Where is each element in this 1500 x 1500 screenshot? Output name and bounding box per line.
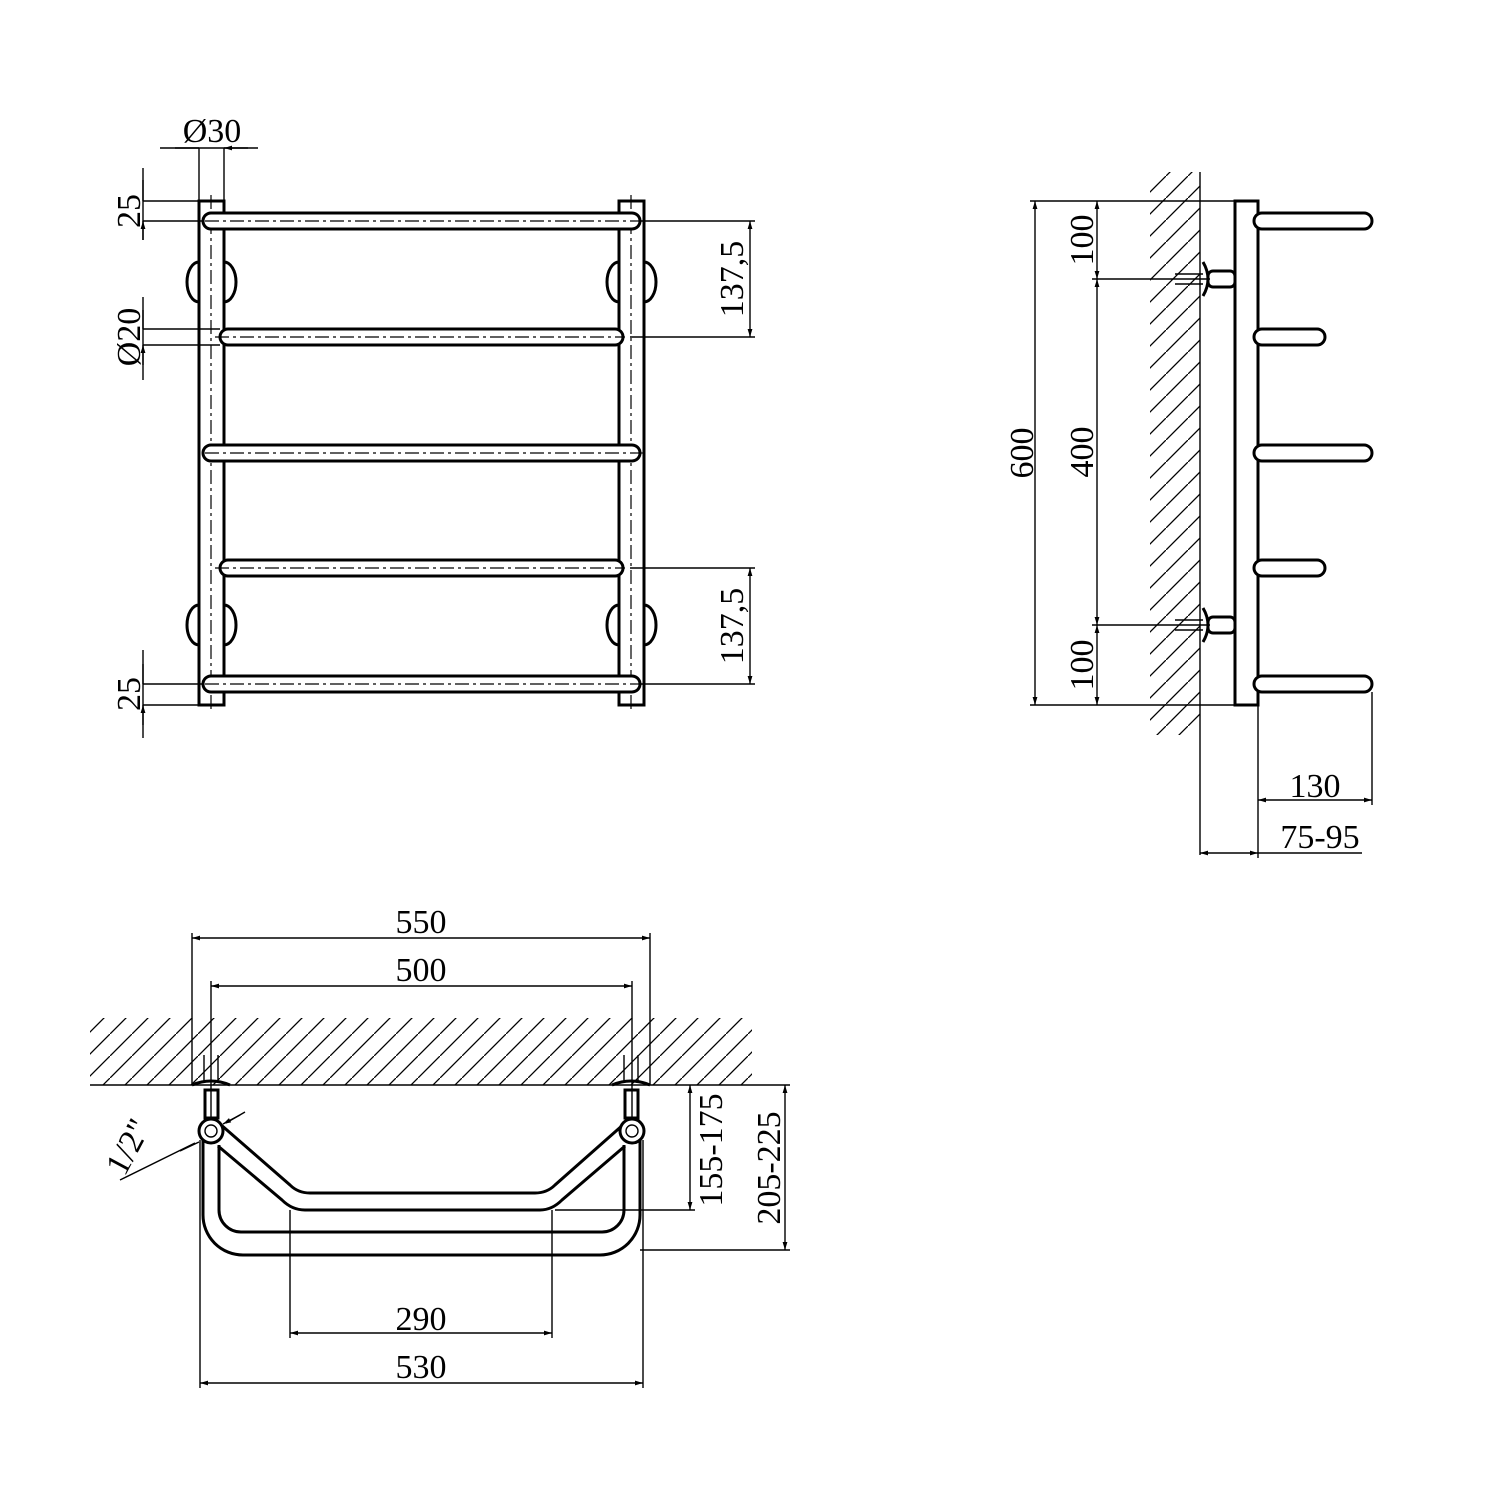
- dim-bottom-offset: 25: [111, 677, 148, 711]
- dim-depth-outer: 205-225: [751, 1111, 788, 1224]
- dimensions-front: Ø30 25 Ø20 137,5 137,5 25: [111, 113, 755, 738]
- dim-width-centers: 500: [396, 952, 447, 989]
- dim-spacing-top: 137,5: [714, 241, 751, 318]
- dim-inner-width: 290: [396, 1301, 447, 1338]
- dim-rail-diameter: Ø20: [111, 308, 148, 367]
- dim-width-bottom: 530: [396, 1349, 447, 1386]
- dim-post-diameter: Ø30: [183, 113, 242, 150]
- dim-height-total: 600: [1004, 428, 1041, 479]
- dim-depth-inner: 155-175: [693, 1093, 730, 1206]
- wall-hatch: [1150, 172, 1200, 735]
- side-rails: [1252, 211, 1374, 694]
- dim-connection: 1/2": [99, 1113, 159, 1181]
- side-view: 600 100 400 100 130 75-95: [1004, 172, 1374, 858]
- dim-wall-gap: 75-95: [1280, 819, 1359, 856]
- wall-hatch-top: [90, 1018, 752, 1085]
- dim-depth: 130: [1290, 768, 1341, 805]
- outer-loop: [201, 1138, 642, 1257]
- dim-bracket-spacing: 400: [1064, 427, 1101, 478]
- dim-spacing-bottom: 137,5: [714, 588, 751, 665]
- top-view: 550 500 1/2" 155-175 205-225 290 530: [90, 904, 790, 1388]
- connection-left: [197, 1117, 225, 1145]
- dim-bracket-to-bottom: 100: [1064, 640, 1101, 691]
- inner-loop: [219, 1122, 625, 1195]
- dimensions-top: 550 500 1/2" 155-175 205-225 290 530: [99, 904, 790, 1388]
- side-brackets: [1175, 261, 1237, 643]
- dim-top-offset: 25: [111, 194, 148, 228]
- wall-brackets: [185, 260, 658, 647]
- dim-width-outer: 550: [396, 904, 447, 941]
- connection-right: [618, 1117, 646, 1145]
- rails: [201, 211, 645, 694]
- front-view: Ø30 25 Ø20 137,5 137,5 25: [111, 113, 755, 738]
- dimensions-side: 600 100 400 100 130 75-95: [1004, 200, 1373, 858]
- dim-top-to-bracket: 100: [1064, 215, 1101, 266]
